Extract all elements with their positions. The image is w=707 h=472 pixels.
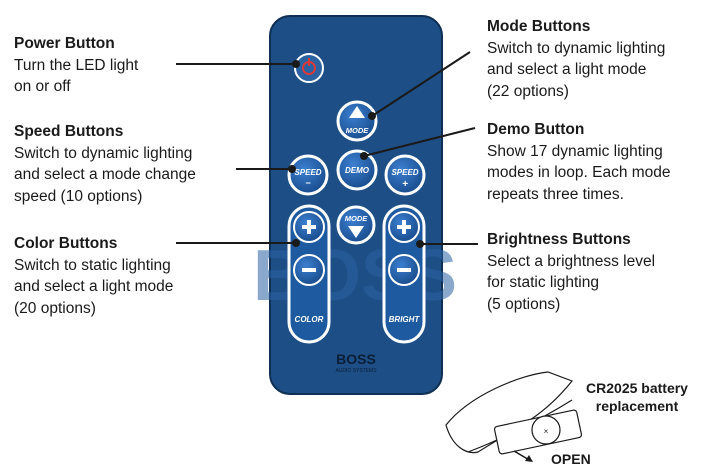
brightness-callout-line: for static lighting: [487, 274, 599, 291]
demo-callout-line: repeats three times.: [487, 185, 624, 203]
speed-minus-label: SPEED: [294, 168, 321, 177]
mode-callout-line: (22 options): [487, 82, 569, 100]
arrow-up-icon: [349, 106, 365, 118]
leader-lines: [176, 51, 478, 248]
plus-icon: +: [402, 179, 408, 190]
demo-callout: Demo Button Show 17 dynamic lighting mod…: [487, 119, 671, 205]
remote-watermark: BOSS: [253, 236, 457, 316]
demo-button[interactable]: DEMO: [336, 149, 378, 191]
mode-callout: Mode Buttons Switch to dynamic lighting …: [487, 16, 665, 102]
mode-down-label: MODE: [345, 214, 368, 223]
svg-text:×: ×: [544, 427, 549, 436]
color-callout: Color Buttons Switch to static lighting …: [14, 233, 173, 319]
coin-cell-icon: [531, 415, 561, 445]
mode-down-button[interactable]: MODE: [336, 205, 376, 245]
color-callout-title: Color Buttons: [14, 235, 118, 252]
color-buttons: COLOR: [287, 204, 331, 344]
power-callout-title: Power Button: [14, 35, 115, 52]
demo-callout-title: Demo Button: [487, 121, 585, 138]
mode-callout-title: Mode Buttons: [487, 18, 591, 35]
power-button[interactable]: [294, 53, 324, 83]
mode-callout-line: Switch to dynamic lighting: [487, 39, 666, 57]
leader-demo: [363, 127, 476, 157]
demo-callout-line: modes in loop. Each mode: [487, 164, 671, 181]
demo-label: DEMO: [345, 166, 370, 175]
power-callout-line: Turn the LED light: [14, 56, 139, 74]
brand-subtitle: AUDIO SYSTEMS: [335, 368, 377, 374]
battery-compartment-sketch: ×: [445, 371, 583, 462]
speed-callout-title: Speed Buttons: [14, 123, 124, 140]
power-callout-line: on or off: [14, 78, 71, 95]
minus-icon: −: [305, 178, 311, 188]
leader-mode: [371, 51, 471, 117]
battery-label-line: CR2025 battery: [586, 380, 688, 396]
mode-callout-line: and select a light mode: [487, 61, 647, 78]
speed-plus-label: SPEED: [391, 168, 418, 177]
brightness-callout-line: (5 options): [487, 295, 561, 313]
color-minus-button[interactable]: [293, 254, 325, 286]
speed-callout-line: and select a mode change: [14, 166, 196, 183]
bright-label: BRIGHT: [389, 315, 421, 324]
battery-label-line: replacement: [595, 398, 679, 414]
color-plus-button[interactable]: [293, 211, 325, 243]
brightness-callout-title: Brightness Buttons: [487, 231, 631, 248]
color-callout-line: (20 options): [14, 299, 96, 317]
color-callout-line: and select a light mode: [14, 278, 174, 295]
brightness-callout: Brightness Buttons Select a brightness l…: [487, 229, 655, 315]
demo-callout-line: Show 17 dynamic lighting: [487, 142, 663, 160]
brightness-minus-button[interactable]: [388, 254, 420, 286]
color-callout-line: Switch to static lighting: [14, 256, 171, 274]
arrow-down-icon: [348, 226, 364, 238]
brand-logo: BOSS: [336, 351, 376, 367]
brightness-buttons: BRIGHT: [382, 204, 426, 344]
mode-up-label: MODE: [346, 126, 369, 135]
mode-up-button[interactable]: MODE: [336, 100, 378, 142]
battery-label: CR2025 battery replacement: [572, 379, 702, 415]
speed-minus-button[interactable]: SPEED −: [287, 154, 329, 196]
brightness-plus-button[interactable]: [388, 211, 420, 243]
speed-callout-line: Switch to dynamic lighting: [14, 144, 193, 162]
color-label: COLOR: [295, 315, 324, 324]
speed-plus-button[interactable]: SPEED +: [384, 154, 426, 196]
power-callout: Power Button Turn the LED light on or of…: [14, 33, 138, 98]
brightness-callout-line: Select a brightness level: [487, 252, 656, 270]
open-label: OPEN: [551, 451, 591, 467]
speed-callout: Speed Buttons Switch to dynamic lighting…: [14, 121, 196, 207]
speed-callout-line: speed (10 options): [14, 187, 143, 205]
